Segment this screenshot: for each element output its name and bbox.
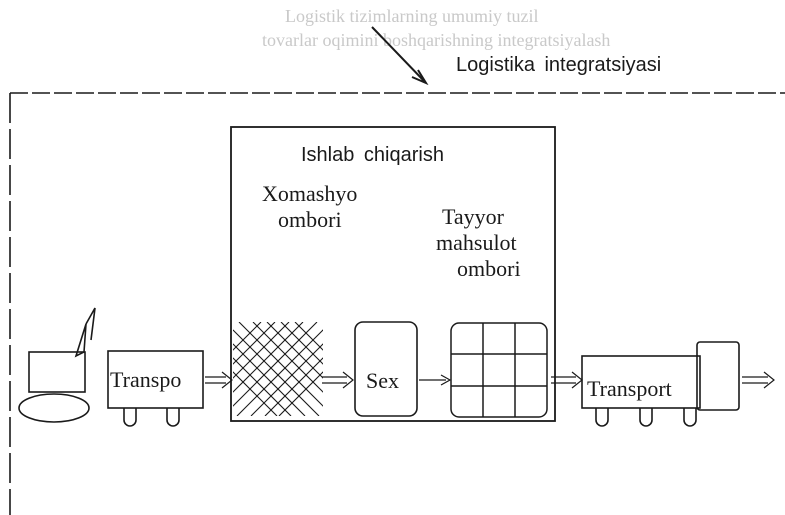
integration-boundary (9, 92, 785, 515)
arrow-raw-store-to-sex (322, 371, 354, 389)
raw-material-store-label-line-2: ombori (278, 207, 342, 232)
raw-material-hatch (233, 322, 323, 416)
workshop-label: Sex (366, 368, 399, 393)
production-box (230, 126, 556, 422)
integration-pointer-arrowhead (411, 69, 429, 86)
inbound-transport-label: Transpo (110, 367, 182, 392)
inbound-transport-truck (107, 350, 204, 427)
finished-goods-label-line-3: ombori (457, 256, 521, 281)
source-container-icon (18, 307, 96, 423)
arrow-outgoing (742, 371, 775, 389)
finished-goods-grid (450, 322, 548, 418)
finished-goods-label-line-1: Tayyor (442, 204, 504, 229)
bleed-through-line-2: tovarlar oqimini boshqarishning integrat… (262, 30, 611, 50)
bleed-through-line-1: Logistik tizimlarning umumiy tuzil (285, 6, 539, 26)
arrow-transport-to-raw-store (205, 371, 233, 389)
arrow-sex-to-finished-store (419, 374, 452, 386)
integration-pointer-line (371, 26, 426, 83)
outbound-transport-truck (581, 341, 740, 427)
raw-material-store-label-line-1: Xomashyo (262, 181, 358, 206)
finished-goods-label-line-2: mahsulot (436, 230, 517, 255)
workshop-box (354, 321, 418, 417)
outbound-transport-label: Transport (587, 376, 672, 401)
production-label: Ishlab chiqarish (301, 144, 444, 166)
integration-label: Logistika integratsiyasi (456, 54, 662, 76)
